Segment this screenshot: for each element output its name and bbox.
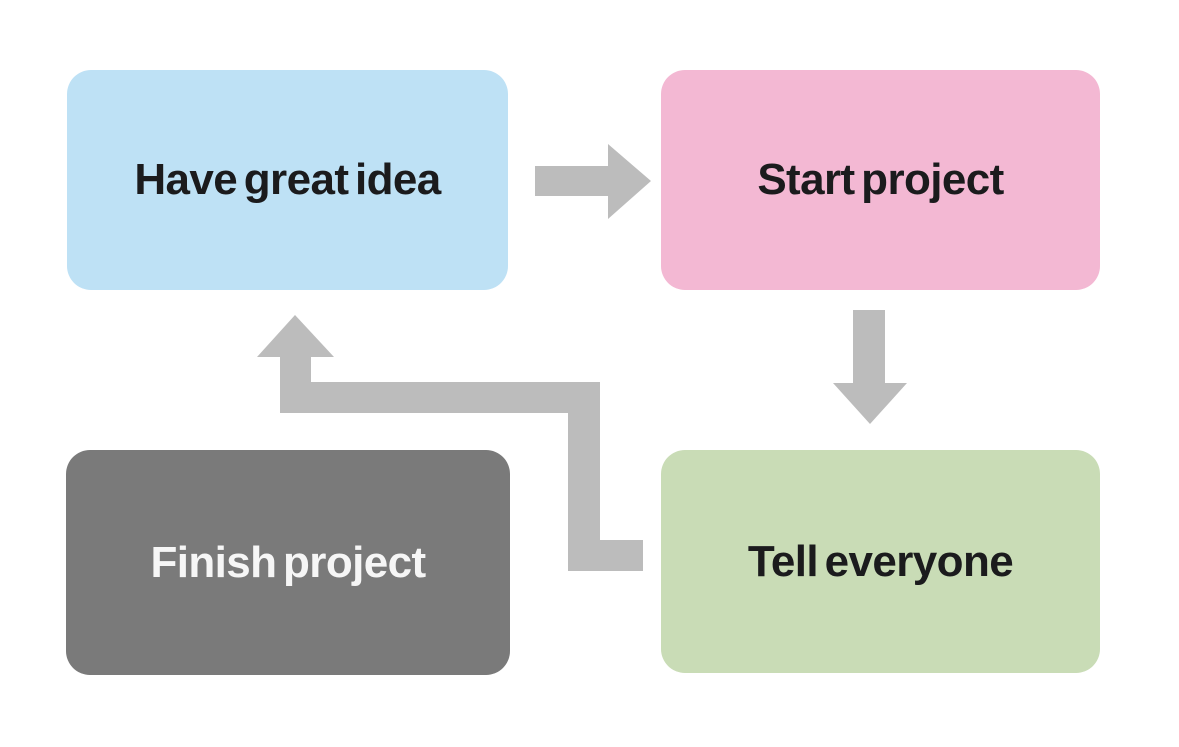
node-tell-everyone: Tell everyone [661, 450, 1100, 673]
node-finish-project: Finish project [66, 450, 510, 675]
arrow-right-icon [535, 144, 651, 219]
node-have-great-idea-label: Have great idea [134, 155, 441, 204]
node-have-great-idea: Have great idea [67, 70, 508, 290]
arrow-down-icon [833, 310, 907, 424]
node-finish-project-label: Finish project [150, 537, 426, 587]
node-start-project-label: Start project [757, 155, 1004, 204]
node-start-project: Start project [661, 70, 1100, 290]
node-tell-everyone-label: Tell everyone [747, 536, 1014, 586]
